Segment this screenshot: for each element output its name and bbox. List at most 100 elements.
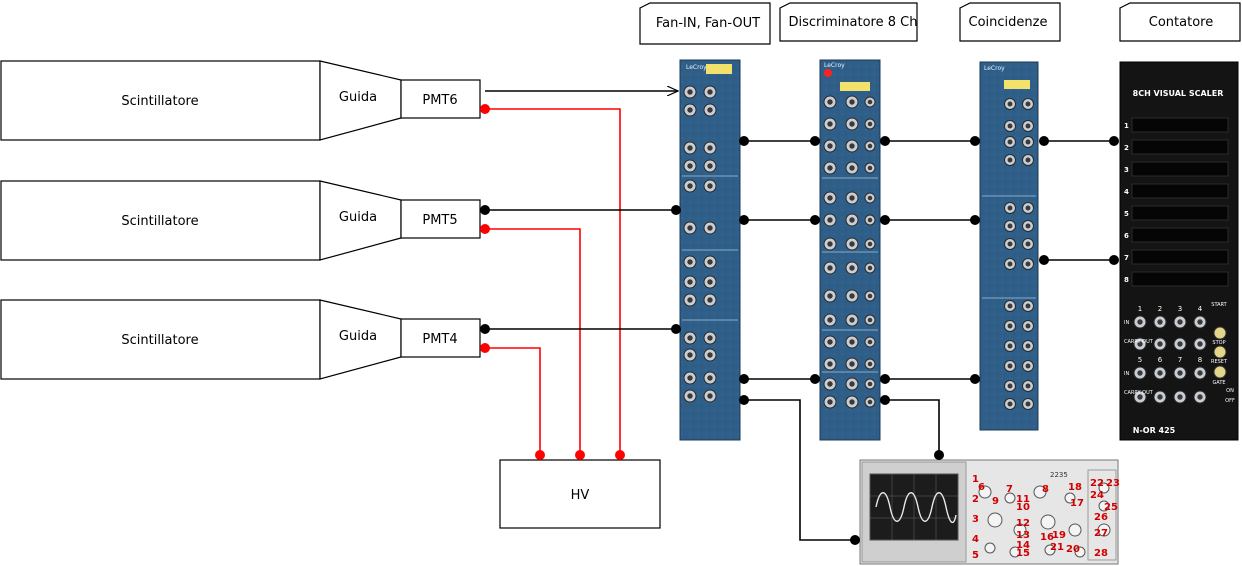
oscilloscope-callout-number: 25 <box>1104 502 1118 513</box>
signal-connector <box>671 205 681 215</box>
hv-cable-pmt6 <box>485 108 621 455</box>
scaler-display-window <box>1131 161 1229 177</box>
detector-row-1: Scintillatore Guida PMT6 <box>0 60 481 141</box>
tab-coinc <box>959 2 1061 42</box>
lemo-connector-core <box>707 183 713 189</box>
scaler-button-label: START <box>1211 302 1227 308</box>
oscilloscope-knob <box>1040 514 1056 530</box>
oscilloscope-callout-number: 15 <box>1016 548 1030 559</box>
oscilloscope-knob <box>978 485 992 499</box>
lemo-connector-core <box>1007 401 1013 407</box>
signal-connector <box>739 136 749 146</box>
lemo-connector-core <box>827 217 833 223</box>
lemo-connector-core <box>827 195 833 201</box>
oscilloscope-callout-number: 6 <box>978 482 985 493</box>
lemo-connector-core <box>707 335 713 341</box>
lemo-connector-core <box>827 399 833 405</box>
coincidence-module: LeCroy <box>979 61 1039 431</box>
pmt-5-label: PMT5 <box>422 213 457 228</box>
scintillator-2-label: Scintillatore <box>121 214 198 229</box>
signal-connector <box>1109 136 1119 146</box>
oscilloscope-callout-number: 5 <box>972 550 979 561</box>
lemo-connector-core <box>867 317 873 323</box>
lemo-connector-core <box>827 99 833 105</box>
scaler-channel-label: 5 <box>1124 210 1129 218</box>
lemo-connector-core <box>1197 319 1203 325</box>
lemo-connector-core <box>1007 303 1013 309</box>
signal-connector <box>810 215 820 225</box>
lemo-connector-core <box>687 89 693 95</box>
lemo-connector-core <box>687 107 693 113</box>
hv-connector <box>480 343 490 353</box>
lemo-connector-core <box>827 121 833 127</box>
lemo-connector-core <box>707 89 713 95</box>
lemo-connector-core <box>1137 319 1143 325</box>
lemo-connector-core <box>867 99 873 105</box>
lemo-connector-core <box>1197 341 1203 347</box>
lemo-connector-core <box>707 375 713 381</box>
fanin-brand: LeCroy <box>686 64 707 71</box>
lemo-connector-core <box>687 183 693 189</box>
oscilloscope-callout-number: 28 <box>1094 548 1108 559</box>
scaler-channel-label: 4 <box>1124 188 1129 196</box>
scaler-row-label: IN <box>1124 320 1129 326</box>
oscilloscope-grid <box>870 474 958 540</box>
scaler-column-label: 2 <box>1158 305 1162 313</box>
light-guide-2-label: Guida <box>339 210 377 225</box>
lemo-connector-core <box>1025 101 1031 107</box>
lemo-connector-core <box>1007 363 1013 369</box>
detector-row-3: Scintillatore Guida PMT4 <box>0 299 481 380</box>
scaler-column-label: 1 <box>1138 305 1142 313</box>
detector-row-2: Scintillatore Guida PMT5 <box>0 180 481 261</box>
scintillator-2 <box>0 180 321 261</box>
hv-connector <box>575 450 585 460</box>
lemo-connector-core <box>1025 343 1031 349</box>
lemo-connector-core <box>827 361 833 367</box>
scaler-title: Contatore <box>1149 15 1213 30</box>
oscilloscope-callout-number: 4 <box>972 534 979 545</box>
oscilloscope-callout-number: 14 <box>1016 540 1030 551</box>
lemo-connector-core <box>1007 223 1013 229</box>
lemo-connector-core <box>1007 157 1013 163</box>
oscilloscope-knob <box>1004 492 1016 504</box>
lemo-connector-core <box>1007 383 1013 389</box>
lemo-connector-core <box>849 143 855 149</box>
lemo-connector-core <box>849 265 855 271</box>
lemo-connector-core <box>707 352 713 358</box>
discr-connectors <box>822 95 878 409</box>
oscilloscope-callout-number: 20 <box>1066 544 1080 555</box>
lemo-connector-core <box>827 317 833 323</box>
lemo-connector-core <box>1137 394 1143 400</box>
scaler-row-label: CARRY OUT <box>1124 339 1154 345</box>
cable-discr-scope <box>885 399 940 455</box>
scaler-push-button <box>1213 345 1227 359</box>
scaler-column-label: 4 <box>1198 305 1203 313</box>
lemo-connector-core <box>1025 261 1031 267</box>
lemo-connector-core <box>1157 341 1163 347</box>
scaler-display-window <box>1131 227 1229 243</box>
signal-connector <box>671 324 681 334</box>
lemo-connector-core <box>1025 157 1031 163</box>
scaler-channel-label: 3 <box>1124 166 1129 174</box>
lemo-connector-core <box>1177 370 1183 376</box>
lemo-connector-core <box>849 293 855 299</box>
lemo-connector-core <box>1007 123 1013 129</box>
oscilloscope-callout-number: 17 <box>1070 498 1084 509</box>
lemo-connector-core <box>687 297 693 303</box>
scintillator-1-label: Scintillatore <box>121 94 198 109</box>
lemo-connector-core <box>687 279 693 285</box>
signal-connector <box>880 395 890 405</box>
lemo-connector-core <box>867 241 873 247</box>
scintillator-3 <box>0 299 321 380</box>
lemo-connector-core <box>867 265 873 271</box>
lemo-connector-core <box>1025 363 1031 369</box>
coinc-brand: LeCroy <box>984 65 1005 72</box>
oscilloscope-callout-number: 12 <box>1016 518 1030 529</box>
tab-discr <box>779 2 918 42</box>
lemo-connector-core <box>1197 394 1203 400</box>
oscilloscope-callout-number: 11 <box>1016 494 1030 505</box>
signal-connector <box>970 215 980 225</box>
tab-fanin <box>639 2 771 45</box>
